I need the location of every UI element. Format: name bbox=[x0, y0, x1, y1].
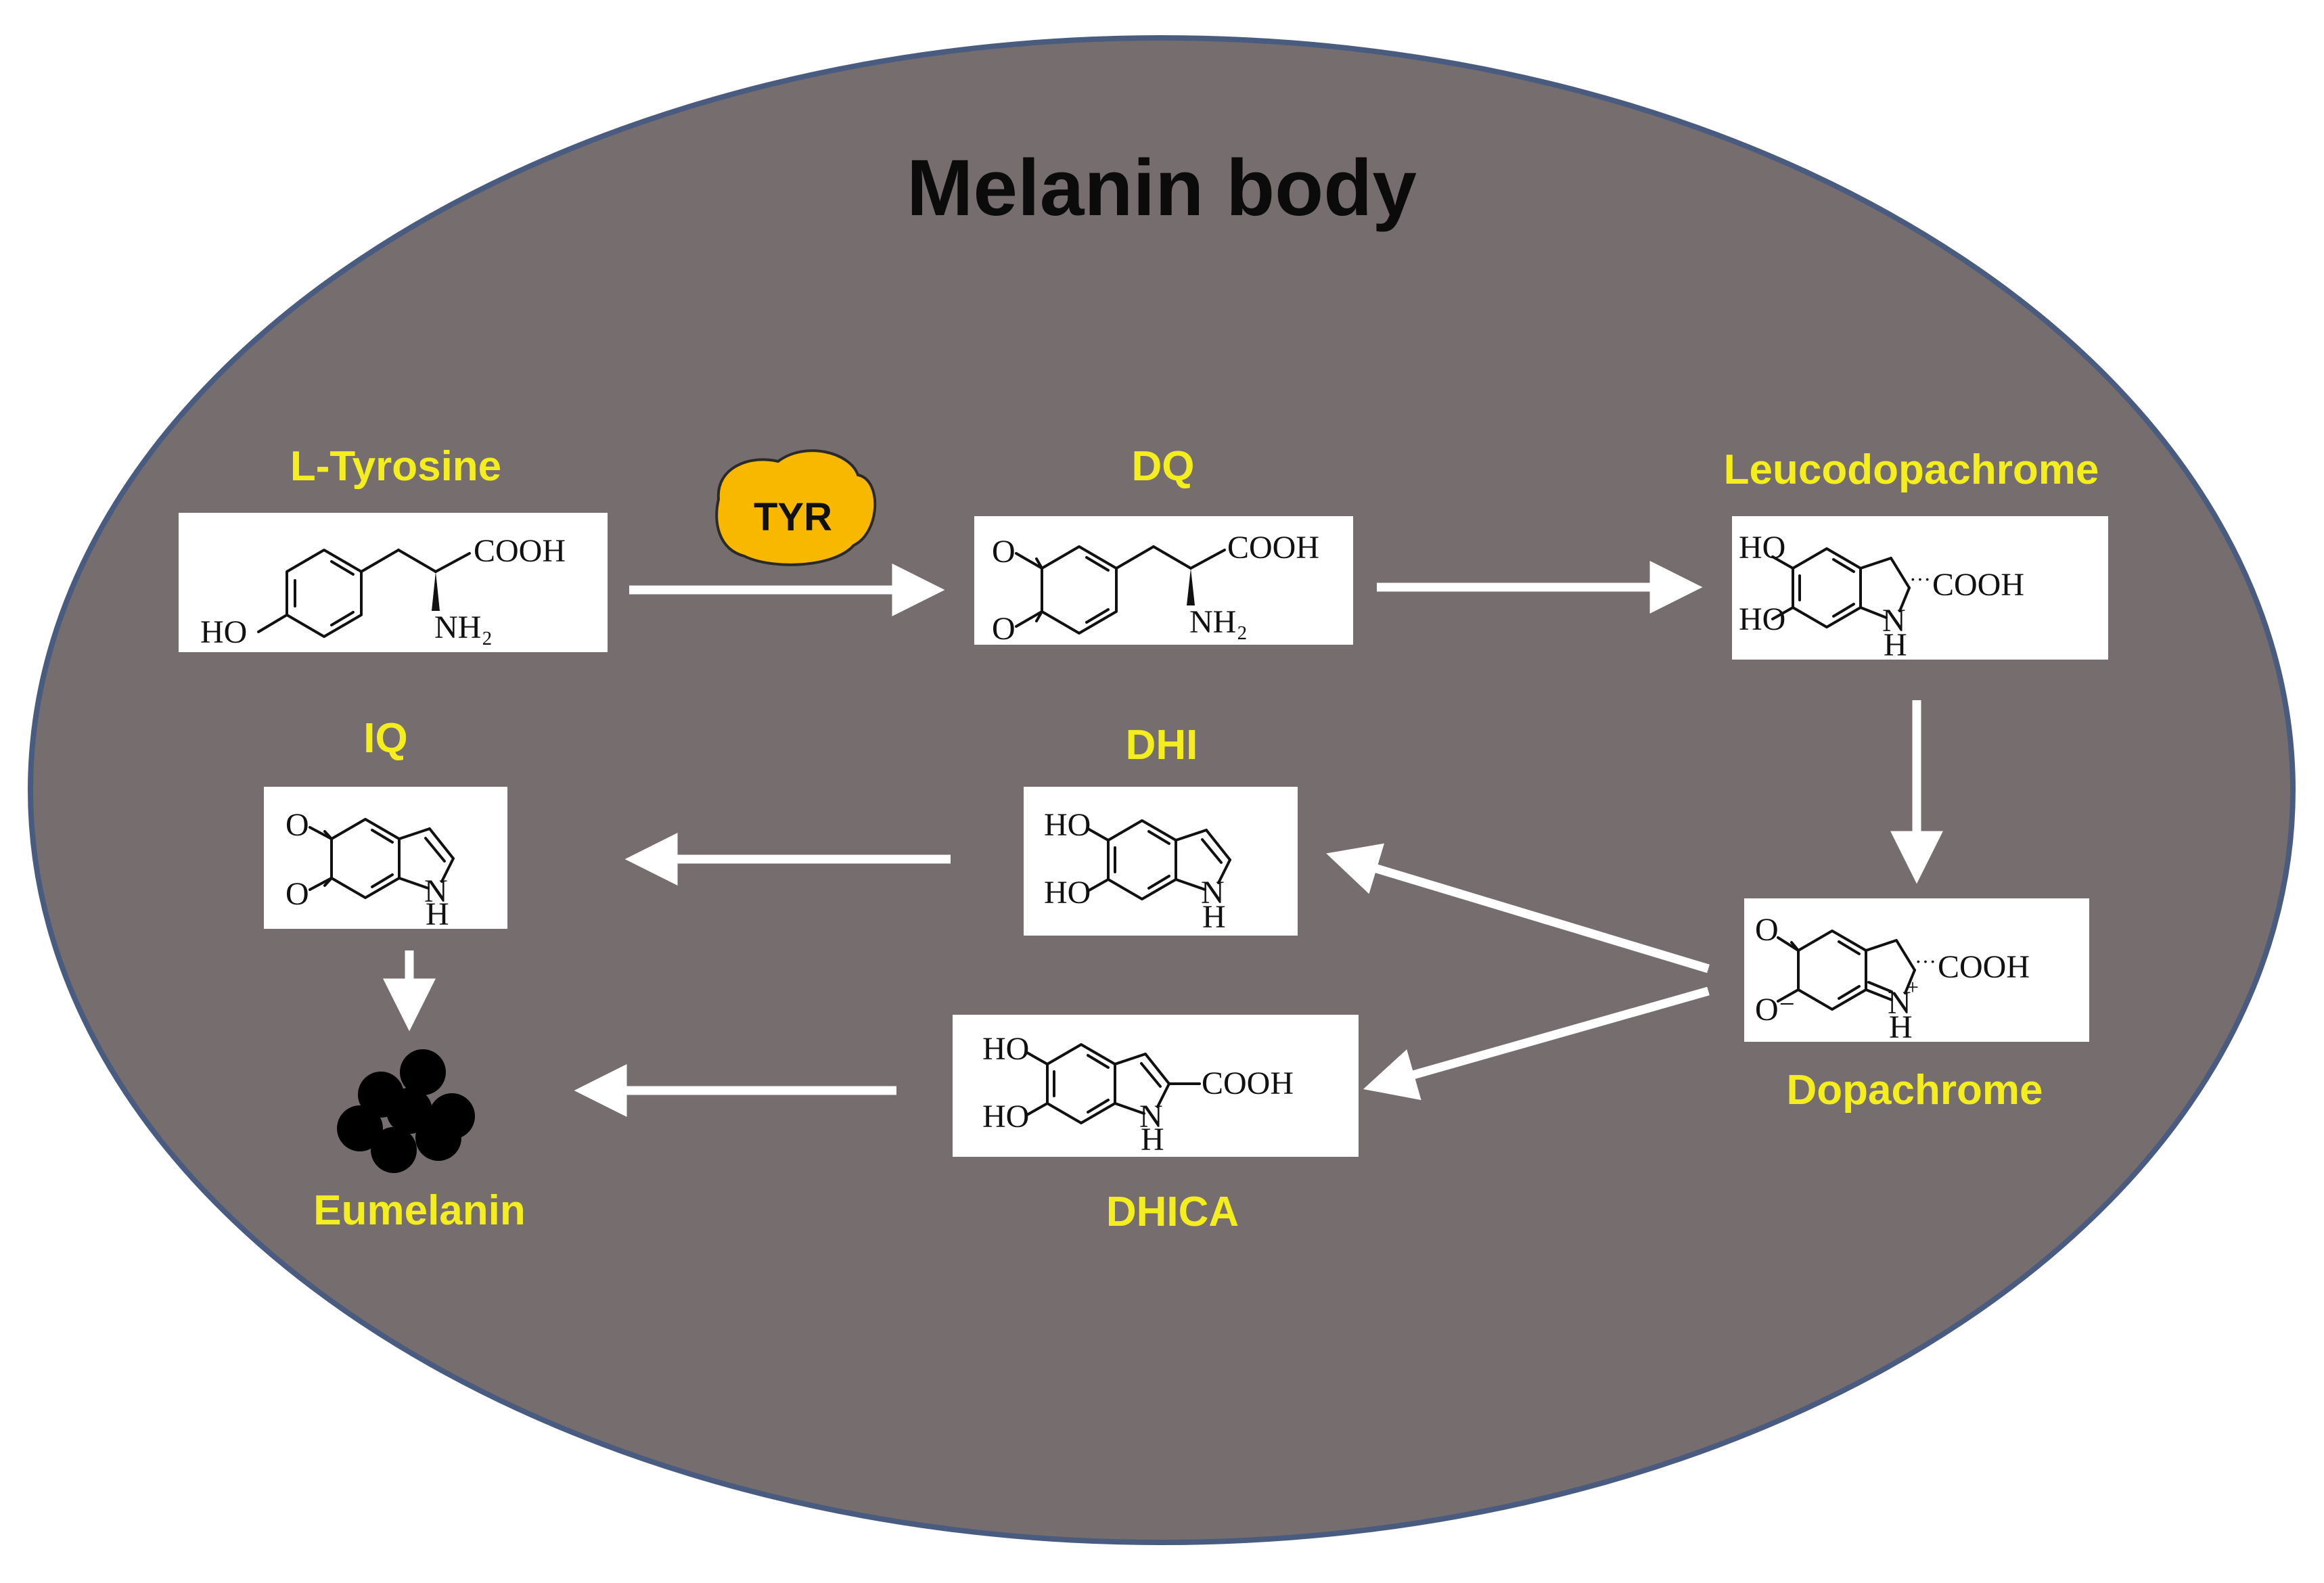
svg-text:NH₂: NH₂ bbox=[434, 610, 493, 645]
svg-text:HO: HO bbox=[1739, 530, 1785, 566]
label-leucodopachrome: Leucodopachrome bbox=[1724, 446, 2099, 493]
svg-text:···: ··· bbox=[1915, 949, 1936, 973]
svg-text:COOH: COOH bbox=[474, 533, 566, 569]
svg-text:O⁻: O⁻ bbox=[1755, 992, 1796, 1028]
svg-text:O: O bbox=[286, 876, 309, 912]
diagram-title: Melanin body bbox=[907, 143, 1417, 233]
svg-text:N: N bbox=[424, 873, 448, 909]
svg-text:···: ··· bbox=[1909, 567, 1931, 591]
svg-text:O: O bbox=[992, 611, 1016, 647]
svg-text:N: N bbox=[1888, 985, 1911, 1021]
leucodopachrome-structure: ··· HO HO COOH N H bbox=[1732, 516, 2108, 663]
svg-text:COOH: COOH bbox=[1932, 567, 2024, 603]
l-tyrosine-structure: HO COOH NH₂ bbox=[179, 513, 608, 652]
eumelanin-granule bbox=[400, 1049, 446, 1095]
eumelanin-granule bbox=[386, 1088, 432, 1134]
iq-structure: O O N H bbox=[264, 787, 507, 932]
label-iq: IQ bbox=[363, 715, 407, 762]
label-dopachrome: Dopachrome bbox=[1787, 1067, 2043, 1114]
svg-text:COOH: COOH bbox=[1227, 530, 1319, 566]
label-dhica: DHICA bbox=[1106, 1189, 1239, 1235]
svg-text:COOH: COOH bbox=[1938, 949, 2030, 985]
tyr-enzyme-badge: TYR bbox=[715, 449, 877, 566]
tyr-enzyme-shape bbox=[715, 449, 877, 566]
svg-text:H: H bbox=[1884, 627, 1907, 663]
eumelanin-granule bbox=[337, 1105, 383, 1151]
tyr-enzyme-label: TYR bbox=[754, 495, 832, 539]
svg-text:HO: HO bbox=[982, 1031, 1029, 1067]
svg-text:COOH: COOH bbox=[1202, 1065, 1294, 1101]
eumelanin-granule bbox=[371, 1127, 417, 1173]
eumelanin-granules bbox=[337, 1049, 475, 1173]
label-eumelanin: Eumelanin bbox=[313, 1187, 526, 1234]
svg-text:HO: HO bbox=[200, 614, 247, 650]
arrow-dopachrome-to-dhica bbox=[1363, 986, 1710, 1101]
svg-text:HO: HO bbox=[1044, 807, 1091, 843]
svg-text:N: N bbox=[1201, 875, 1225, 911]
dhica-structure: HO HO COOH N H bbox=[953, 1015, 1359, 1157]
arrow-dopachrome-to-dhi bbox=[1326, 843, 1710, 973]
svg-text:HO: HO bbox=[982, 1099, 1029, 1134]
dq-structure: O O COOH NH₂ bbox=[974, 516, 1353, 647]
svg-text:N: N bbox=[1882, 603, 1906, 639]
svg-text:O: O bbox=[992, 534, 1016, 570]
svg-text:H: H bbox=[1202, 899, 1226, 935]
dhi-structure: HO HO N H bbox=[1024, 787, 1298, 936]
svg-text:H: H bbox=[426, 896, 449, 932]
svg-text:H: H bbox=[1889, 1009, 1913, 1045]
svg-text:O: O bbox=[1755, 912, 1779, 948]
svg-text:+: + bbox=[1907, 975, 1919, 999]
svg-text:NH₂: NH₂ bbox=[1189, 604, 1248, 640]
svg-text:O: O bbox=[286, 807, 309, 843]
label-l-tyrosine: L-Tyrosine bbox=[290, 443, 501, 490]
dopachrome-structure: ··· O O⁻ COOH N + H bbox=[1744, 898, 2089, 1045]
label-dq: DQ bbox=[1132, 443, 1195, 490]
svg-text:HO: HO bbox=[1044, 875, 1091, 911]
label-dhi: DHI bbox=[1126, 722, 1198, 768]
svg-text:HO: HO bbox=[1739, 601, 1785, 637]
eumelanin-granule bbox=[415, 1115, 461, 1161]
svg-text:N: N bbox=[1139, 1099, 1163, 1134]
svg-text:H: H bbox=[1141, 1122, 1164, 1157]
